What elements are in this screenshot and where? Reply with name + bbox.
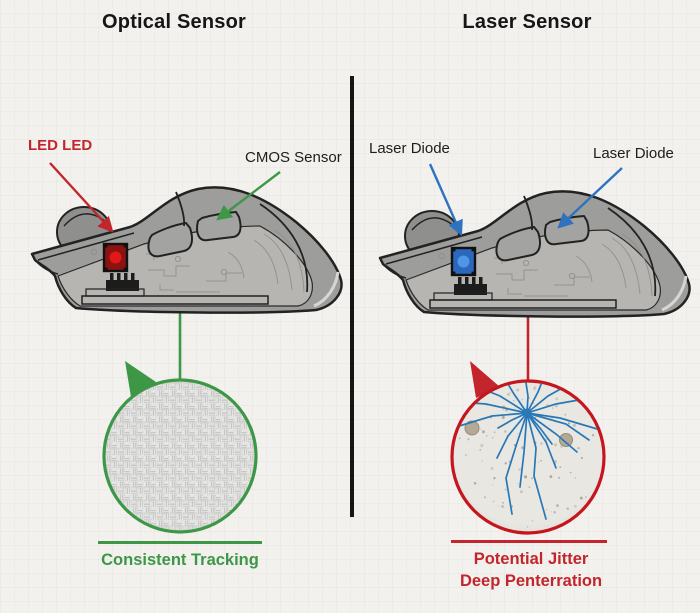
vertical-divider [350,76,354,517]
cmos-arrow-icon [216,171,281,221]
led-label: LED LED [28,137,93,154]
optical-sensor-title: Optical Sensor [102,11,246,33]
laser-diode-arrow-left-icon [428,163,463,237]
optical-flag-icon [125,361,156,397]
laser-caption-rule [451,540,607,543]
laser-diode-label-right: Laser Diode [593,145,674,162]
led-arrow-icon [49,162,114,233]
potential-jitter-caption: Potential Jitter [473,550,589,568]
laser-magnifier [450,361,606,535]
laser-diode-arrow-right-icon [557,167,623,229]
laser-mouse-illustration [378,189,692,319]
optical-mouse-illustration [30,185,344,315]
laser-diode-label-left: Laser Diode [369,140,450,157]
cmos-sensor-label: CMOS Sensor [245,149,342,166]
deep-penetration-caption: Deep Penterration [459,572,603,590]
laser-sensor-title: Laser Sensor [462,11,592,33]
optical-magnifier [102,361,258,534]
optical-caption-rule [98,541,262,544]
consistent-tracking-caption: Consistent Tracking [101,551,259,569]
